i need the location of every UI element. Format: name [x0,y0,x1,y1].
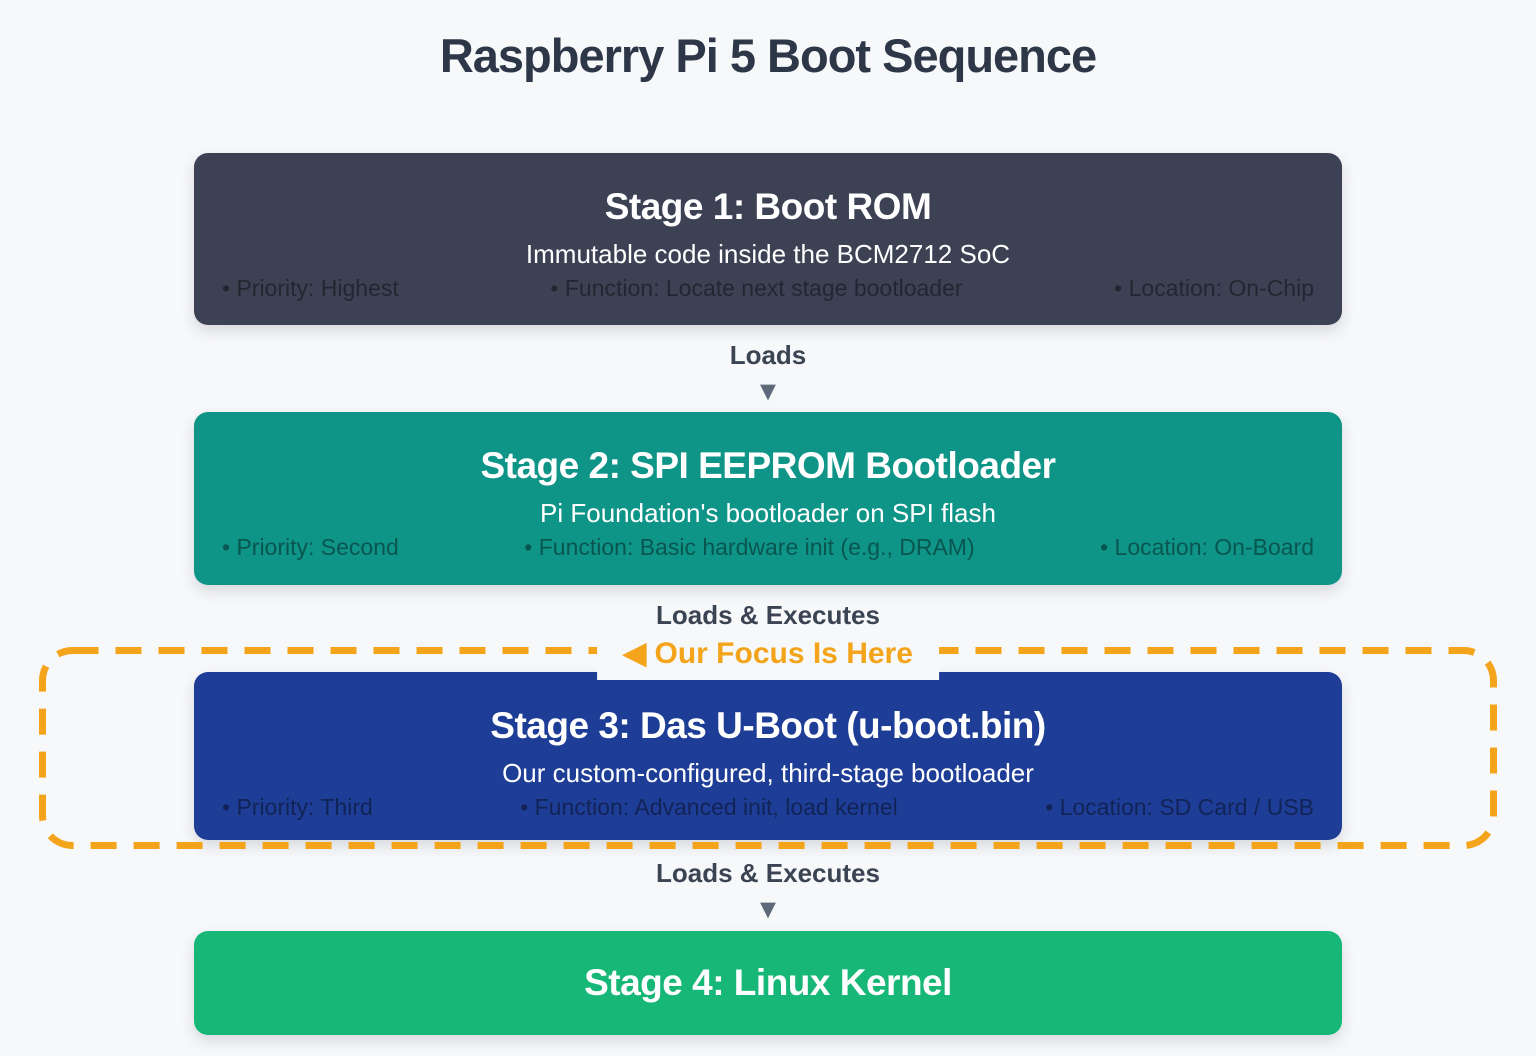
meta-priority: • Priority: Third [222,794,373,820]
focus-callout-label: ◀ Our Focus Is Here [597,626,939,680]
stage-subtitle: Our custom-configured, third-stage bootl… [502,758,1034,788]
meta-location: • Location: SD Card / USB [1045,794,1314,820]
stage-card-boot-rom: Stage 1: Boot ROM Immutable code inside … [194,153,1342,325]
arrow-down-icon: ▼ [754,894,782,924]
connector-label-loads-executes: Loads & Executes [656,600,880,630]
meta-function: • Function: Locate next stage bootloader [550,275,963,301]
stage-title: Stage 1: Boot ROM [604,186,932,227]
stage-meta-row: • Priority: Third • Function: Advanced i… [194,792,1342,822]
stage-meta-row: • Priority: Second • Function: Basic har… [194,532,1342,562]
meta-function: • Function: Basic hardware init (e.g., D… [524,534,975,560]
connector-label-loads: Loads [729,340,807,370]
stage-meta-row: • Priority: Highest • Function: Locate n… [194,273,1342,303]
meta-priority: • Priority: Second [222,534,399,560]
stage-title: Stage 4: Linux Kernel [584,962,952,1003]
stage-card-linux-kernel: Stage 4: Linux Kernel [194,931,1342,1035]
stage-title: Stage 2: SPI EEPROM Bootloader [480,445,1056,486]
meta-location: • Location: On-Chip [1114,275,1314,301]
page-title: Raspberry Pi 5 Boot Sequence [439,29,1097,82]
meta-priority: • Priority: Highest [222,275,399,301]
arrow-down-icon: ▼ [754,376,782,406]
stage-title: Stage 3: Das U-Boot (u-boot.bin) [490,705,1046,746]
stage-subtitle: Immutable code inside the BCM2712 SoC [525,239,1011,269]
connector-label-loads-executes: Loads & Executes [656,858,880,888]
meta-location: • Location: On-Board [1100,534,1314,560]
stage-subtitle: Pi Foundation's bootloader on SPI flash [540,498,996,528]
stage-card-spi-eeprom: Stage 2: SPI EEPROM Bootloader Pi Founda… [194,412,1342,585]
meta-function: • Function: Advanced init, load kernel [520,794,898,820]
stage-card-das-u-boot: Stage 3: Das U-Boot (u-boot.bin) Our cus… [194,672,1342,840]
